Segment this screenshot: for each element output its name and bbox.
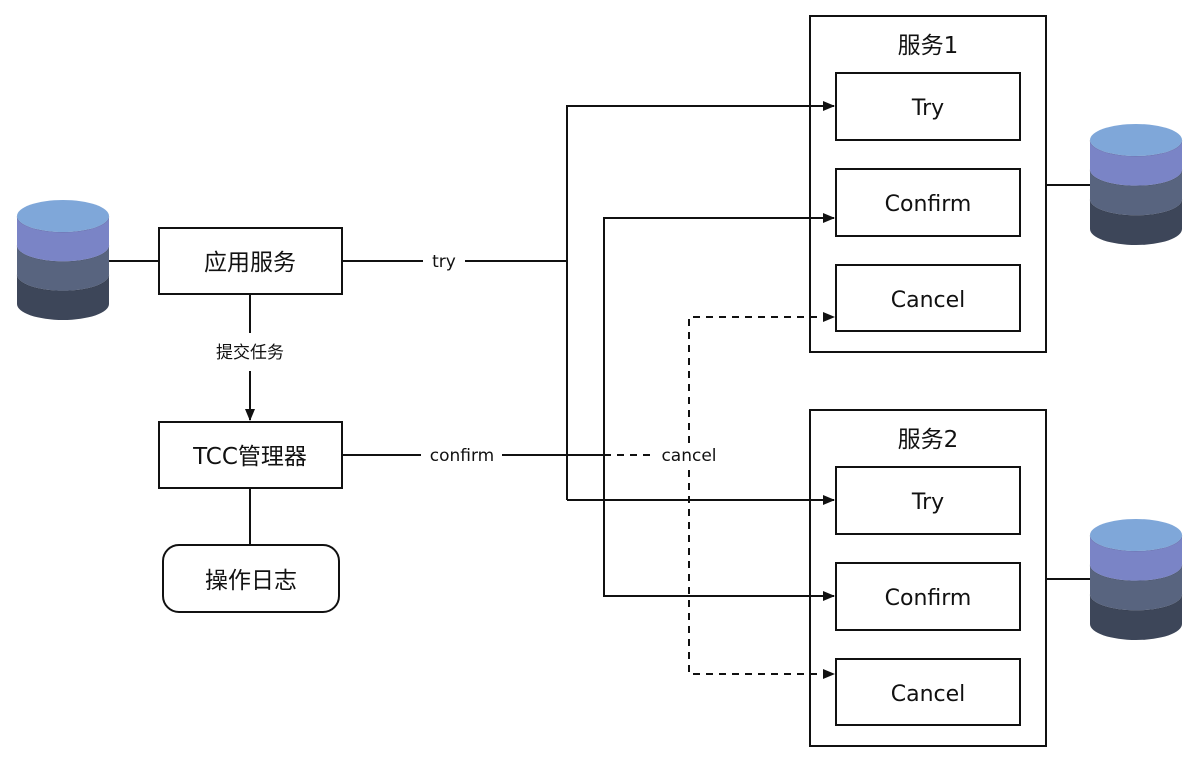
confirm-arrow-service1 [603, 213, 835, 597]
service1-title: 服务1 [898, 33, 959, 59]
service1-container: 服务1 Try Confirm Cancel [809, 15, 1047, 353]
service1-try-box[interactable]: Try [835, 72, 1021, 141]
service1-confirm-box[interactable]: Confirm [835, 168, 1021, 237]
tcc-manager-node[interactable]: TCC管理器 [158, 421, 343, 489]
service2-cancel-label: Cancel [891, 682, 966, 707]
service2-cancel-box[interactable]: Cancel [835, 658, 1021, 726]
service1-cancel-box[interactable]: Cancel [835, 264, 1021, 332]
cancel-arrow-service1 [688, 312, 835, 443]
submit-task-label: 提交任务 [216, 343, 284, 363]
service1-confirm-label: Confirm [885, 192, 972, 217]
database-icon-service1 [1089, 124, 1183, 245]
app-service-label: 应用服务 [204, 250, 296, 276]
try-arrow-service1 [566, 101, 835, 500]
service1-cancel-label: Cancel [891, 288, 966, 313]
confirm-edge-label: confirm [430, 446, 494, 466]
service2-try-box[interactable]: Try [835, 466, 1021, 535]
service2-confirm-label: Confirm [885, 586, 972, 611]
operation-log-label: 操作日志 [205, 568, 297, 594]
service2-container: 服务2 Try Confirm Cancel [809, 409, 1047, 747]
tcc-manager-label: TCC管理器 [192, 444, 307, 470]
cancel-edge-label: cancel [661, 446, 716, 466]
service2-title: 服务2 [898, 427, 959, 453]
service2-confirm-box[interactable]: Confirm [835, 562, 1021, 631]
operation-log-node[interactable]: 操作日志 [162, 544, 340, 613]
service1-try-label: Try [911, 96, 944, 121]
cancel-arrow-service2 [688, 470, 835, 679]
app-service-node[interactable]: 应用服务 [158, 227, 343, 295]
database-icon-left [16, 200, 110, 320]
try-edge-label: try [432, 252, 456, 272]
database-icon-service2 [1089, 519, 1183, 640]
service2-try-label: Try [911, 490, 944, 515]
